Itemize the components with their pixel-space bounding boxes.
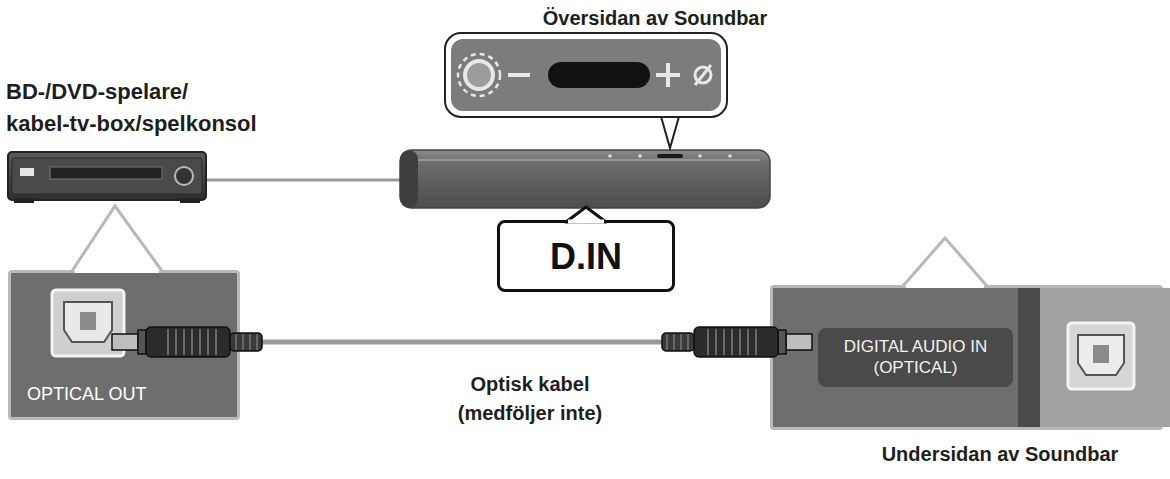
callout-pointer: [72, 206, 162, 271]
top-panel-callout: [445, 33, 727, 148]
optical-socket-hole: [1093, 345, 1109, 363]
mic-button: [695, 65, 711, 85]
optical-socket-hole: [80, 312, 96, 330]
volume-down-button: [508, 73, 530, 77]
player-front: [12, 158, 202, 194]
plug-grip: [731, 329, 733, 355]
plug-grip: [215, 329, 217, 355]
plug-grip: [183, 329, 185, 355]
top-panel-frame: [445, 33, 727, 117]
soundbar-display: [657, 154, 683, 158]
bottom-side-caption: Undersidan av Soundbar: [882, 440, 1119, 469]
optical-plug: [662, 327, 812, 357]
pointer-gap: [75, 270, 159, 273]
player-knob: [175, 167, 193, 185]
plug-tip: [786, 334, 812, 350]
strain-relief-ring: [242, 334, 244, 350]
top-side-caption: Översidan av Soundbar: [543, 4, 768, 33]
soundbar-dot: [638, 154, 642, 158]
panel-divider: [1018, 288, 1040, 427]
plug-tip: [112, 334, 138, 350]
player-device: [8, 152, 206, 203]
plug-grip: [199, 329, 201, 355]
strain-relief: [662, 333, 694, 351]
top-panel-pointer: [660, 113, 680, 148]
plug-grip: [715, 329, 717, 355]
optical-plug: [112, 327, 262, 357]
optical-port: [1068, 323, 1134, 389]
player-button: [20, 168, 34, 176]
source-button: [465, 61, 493, 89]
plug-grip: [707, 329, 709, 355]
strain-relief-ring: [687, 334, 689, 350]
soundbar-dot: [728, 154, 732, 158]
plug-collar: [138, 330, 146, 354]
soundbar-dot: [698, 154, 702, 158]
soundbar-end: [400, 150, 418, 208]
player-body: [8, 152, 206, 200]
port-label: OPTICAL OUT: [27, 383, 146, 406]
volume-up-button: [666, 63, 670, 87]
device-wire: [205, 179, 402, 182]
callout-pointer: [903, 238, 987, 286]
plug-grip: [167, 329, 169, 355]
optical-socket: [1078, 335, 1124, 375]
port-label: DIGITAL AUDIO IN (OPTICAL): [818, 328, 1013, 387]
pointer-gap: [906, 285, 984, 288]
plug-grip: [739, 329, 741, 355]
top-panel: [451, 39, 721, 111]
input-name: D.IN: [550, 233, 622, 278]
strain-relief-ring: [249, 334, 251, 350]
strain-relief-ring: [680, 334, 682, 350]
pointer-gap: [568, 220, 604, 224]
input-callout: D.IN: [497, 220, 675, 292]
cable-label: Optisk kabel (medföljer inte): [443, 370, 618, 428]
soundbar-top-edge: [410, 159, 760, 161]
soundbar-dot: [608, 154, 612, 158]
plug-body: [146, 327, 230, 357]
strain-relief-ring: [235, 334, 237, 350]
plug-grip: [755, 329, 757, 355]
plug-grip: [207, 329, 209, 355]
device-caption: BD-/DVD-spelare/ kabel-tv-box/spelkonsol: [6, 76, 336, 140]
soundbar: [400, 150, 770, 208]
display-window: [548, 62, 650, 88]
plug-collar: [778, 330, 786, 354]
plug-grip: [723, 329, 725, 355]
plug-grip: [191, 329, 193, 355]
strain-relief-ring: [673, 334, 675, 350]
plug-grip: [747, 329, 749, 355]
panel-light-area: [1040, 288, 1170, 427]
player-foot: [14, 198, 34, 203]
strain-relief: [230, 333, 262, 351]
strain-relief-ring: [666, 334, 668, 350]
plug-grip: [175, 329, 177, 355]
soundbar-body: [400, 150, 770, 208]
player-foot: [180, 198, 200, 203]
plug-body: [694, 327, 778, 357]
strain-relief-ring: [256, 334, 258, 350]
button-highlight: [458, 54, 500, 96]
optical-socket: [64, 302, 112, 342]
player-tray: [50, 167, 162, 179]
callout-pointer: [566, 207, 606, 222]
